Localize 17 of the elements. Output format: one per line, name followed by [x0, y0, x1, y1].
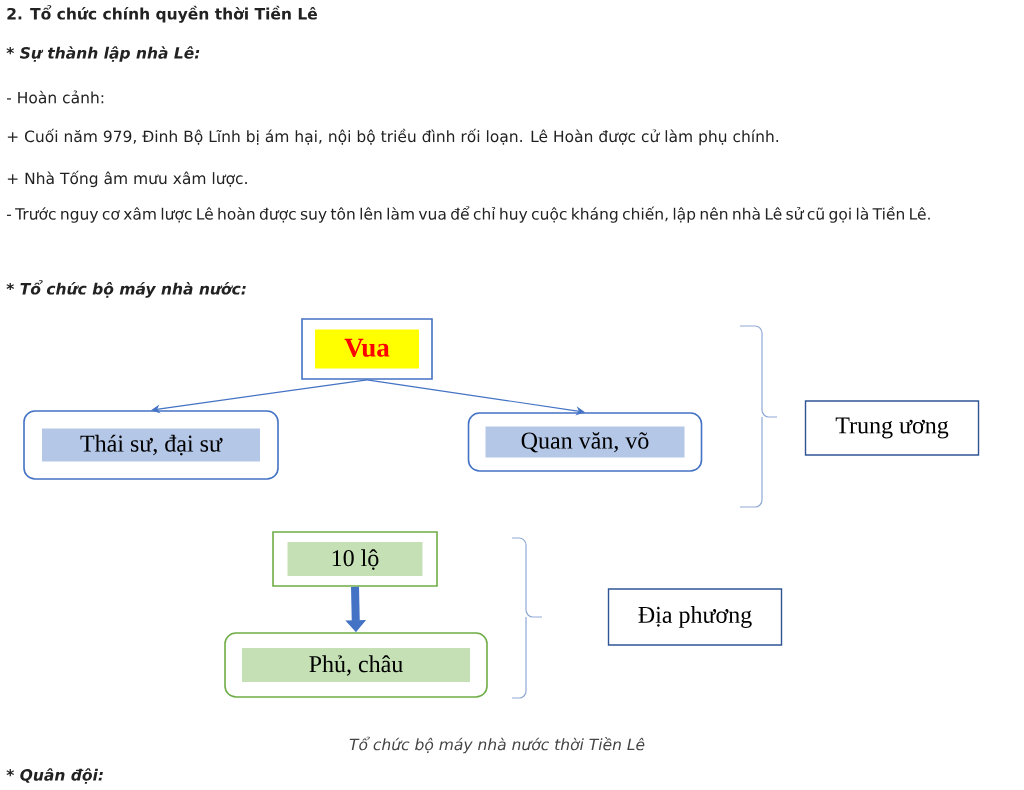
- arrow: [151, 379, 368, 414]
- paragraph: + Nhà Tống âm mưu xâm lược.: [7, 170, 247, 188]
- box: 10 lộ: [272, 531, 438, 587]
- title-box: Vua: [301, 318, 433, 380]
- label-box: Địa phương: [607, 588, 783, 646]
- subheading: * Sự thành lập nhà Lê:: [6, 46, 200, 62]
- paragraph: - Trước nguy cơ xâm lược Lê hoàn được suy tôn lên làm vua để chỉ huy cuộc kháng chiến, lập nên nhà Lê sử cũ gọi là Tiền Lê.: [6, 206, 930, 223]
- caption: Tổ chức bộ máy nhà nước thời Tiền Lê: [349, 736, 645, 754]
- subheading: * Quân đội:: [6, 768, 103, 784]
- heading: 2. Tổ chức chính quyền thời Tiền Lê: [7, 5, 317, 23]
- rounded-box: Phủ, châu: [224, 632, 488, 698]
- paragraph: - Hoàn cảnh:: [6, 90, 104, 104]
- rounded-box: Thái sư, đại sư: [23, 410, 279, 480]
- rounded-box: Quan văn, võ: [467, 412, 703, 472]
- label-box: Trung ương: [804, 400, 980, 456]
- paragraph: + Cuối năm 979, Đinh Bộ Lĩnh bị ám hại, nội bộ triều đình rối loạn. Lê Hoàn được cử làm phụ chính.: [7, 128, 779, 146]
- subheading: * Tổ chức bộ máy nhà nước:: [6, 280, 246, 298]
